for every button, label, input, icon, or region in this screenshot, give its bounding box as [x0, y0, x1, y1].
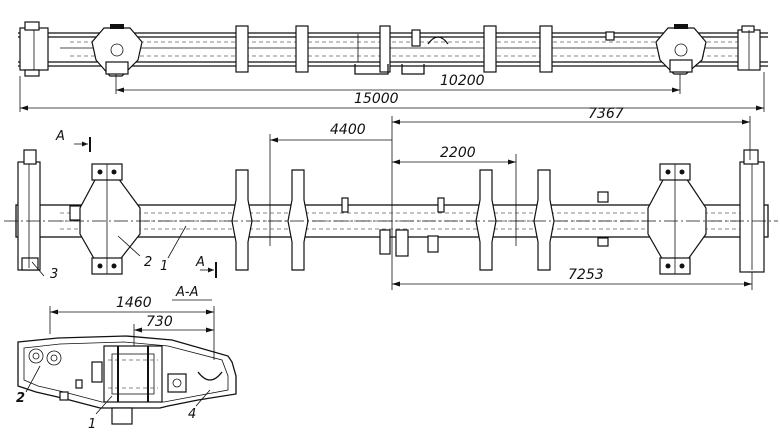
section-marker-right: A [195, 255, 217, 278]
section-marker-left: A [55, 129, 91, 152]
callout-section-1: 1 [88, 417, 96, 432]
dim-7253-label: 7253 [568, 267, 604, 283]
section-a-right: A [195, 255, 205, 270]
dim-1460-label: 1460 [116, 295, 152, 311]
dim-15000-label: 15000 [354, 91, 399, 107]
plan-right-bolster [647, 163, 707, 275]
dim-4400: 4400 [269, 122, 392, 246]
dim-15000: 15000 [19, 72, 765, 112]
dim-10200-label: 10200 [440, 73, 485, 89]
elevation-view: 10200 15000 [18, 21, 768, 112]
callout-plan-1: 1 [160, 259, 168, 274]
section-a-a: A-A 1460 730 [16, 285, 237, 432]
callout-section-2: 2 [16, 391, 25, 406]
plan-view: A A 4400 7367 2 [4, 106, 778, 290]
plan-crossmembers [231, 169, 555, 271]
section-title: A-A [175, 285, 198, 300]
dim-7367-label: 7367 [588, 106, 624, 122]
dim-7367: 7367 [391, 106, 751, 256]
dim-7253: 7253 [391, 256, 753, 290]
section-a-left: A [55, 129, 65, 144]
callout-plan-3: 3 [50, 267, 58, 282]
dim-730: 730 [133, 314, 214, 346]
dim-730-label: 730 [146, 314, 173, 330]
dim-2200: 2200 [392, 145, 517, 246]
dim-4400-label: 4400 [330, 122, 366, 138]
callout-section-4: 4 [188, 407, 196, 422]
callout-plan-2: 2 [144, 255, 152, 270]
dim-2200-label: 2200 [440, 145, 476, 161]
elevation-crossmembers [235, 25, 615, 73]
dim-1460: 1460 [49, 295, 215, 360]
dim-10200: 10200 [115, 73, 681, 94]
plan-left-bolster [79, 163, 141, 275]
